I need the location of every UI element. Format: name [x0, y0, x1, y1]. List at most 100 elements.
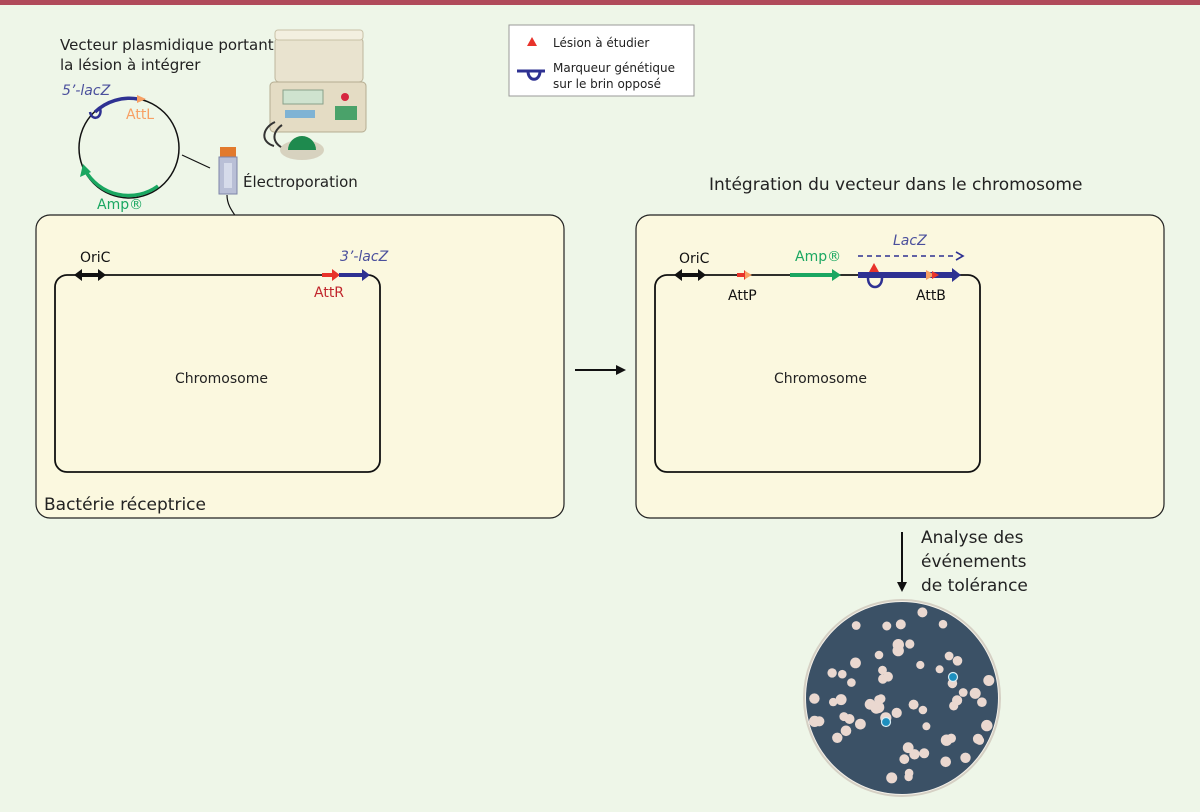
plasmid-attl-icon	[137, 95, 146, 103]
blue-colony	[947, 671, 959, 683]
colony	[969, 687, 981, 699]
left-attr-label: AttR	[314, 285, 344, 301]
colony	[850, 657, 861, 669]
plasmid-marker-icon	[88, 107, 102, 120]
colony	[891, 707, 902, 719]
analysis-label-1: Analyse des	[921, 528, 1024, 548]
legend-marker-label-1: Marqueur génétique	[553, 61, 675, 75]
colony	[809, 693, 820, 704]
right-panel: OriC AttP Amp® AttB LacZ Chromosome	[635, 214, 1165, 519]
colony	[904, 772, 913, 782]
right-amp-label: Amp®	[795, 249, 841, 265]
plasmid-amp-label: Amp®	[97, 197, 143, 213]
colony	[909, 749, 920, 760]
blue-colony	[880, 716, 892, 728]
colony	[851, 621, 861, 630]
plasmid-lacz-label: 5’-lacZ	[62, 83, 111, 99]
right-attb-red-icon	[932, 271, 939, 279]
plasmid-lacz-arc	[93, 96, 139, 114]
legend-marker-label-2: sur le brin opposé	[553, 77, 661, 91]
left-lacz-label: 3’-lacZ	[340, 249, 389, 265]
right-lesion-icon	[869, 263, 879, 272]
colony	[952, 695, 963, 706]
colony	[922, 722, 931, 731]
marker-legend-icon	[517, 69, 545, 81]
top-bar	[0, 0, 1200, 5]
colony	[958, 688, 968, 697]
colony	[917, 607, 928, 618]
right-chromosome-label: Chromosome	[774, 371, 867, 387]
left-lacz-icon	[339, 269, 370, 281]
colony	[835, 694, 847, 706]
right-lacz-dashed-arrowhead	[955, 251, 965, 261]
right-attp-label: AttP	[728, 288, 757, 304]
colony	[983, 675, 995, 686]
colony	[855, 718, 866, 730]
cuvette-icon	[218, 147, 238, 195]
analysis-label-3: de tolérance	[921, 576, 1028, 596]
right-marker-icon	[866, 277, 884, 289]
colony	[960, 752, 971, 763]
colony	[827, 668, 837, 678]
right-oric-icon	[674, 269, 706, 281]
right-panel-title: Intégration du vecteur dans le chromosom…	[709, 175, 1082, 195]
left-oric-icon	[74, 269, 106, 281]
left-chromosome-outline	[54, 274, 381, 473]
plasmid-connector	[181, 154, 211, 169]
colony	[977, 697, 987, 707]
colony	[938, 619, 948, 629]
colony	[919, 748, 930, 759]
colony	[838, 669, 847, 679]
right-attb-icon	[926, 270, 935, 280]
plasmid-section: Vecteur plasmidique portant la lésion à …	[60, 36, 274, 213]
colony	[952, 656, 963, 666]
colony	[940, 756, 951, 768]
petri-dish-photo	[803, 599, 1001, 797]
right-lacz-icon	[858, 268, 961, 282]
colony	[944, 651, 954, 661]
colony	[878, 674, 888, 684]
legend-box: Lésion à étudier Marqueur génétique sur …	[508, 24, 695, 97]
lesion-legend-icon	[527, 37, 537, 46]
right-attb-label: AttB	[916, 288, 946, 304]
electroporator-device-icon	[263, 29, 367, 160]
colony	[981, 719, 993, 732]
colony	[935, 665, 944, 674]
colony	[886, 772, 898, 784]
plasmid-attl-label: AttL	[126, 107, 154, 123]
right-attp-orange-icon	[745, 271, 752, 279]
plasmid-title-2: la lésion à intégrer	[60, 56, 201, 74]
colony	[892, 639, 904, 651]
colony	[908, 699, 919, 710]
colony	[895, 619, 906, 630]
colony	[878, 665, 887, 675]
colony	[809, 715, 821, 728]
colony	[847, 678, 856, 687]
left-chromosome-label: Chromosome	[175, 371, 268, 387]
plasmid-amp-arc	[83, 169, 160, 198]
right-lacz-label: LacZ	[893, 233, 927, 249]
colony	[902, 742, 914, 754]
colony	[946, 733, 956, 743]
colony	[882, 621, 892, 631]
colony	[918, 705, 928, 715]
legend-lesion-label: Lésion à étudier	[553, 36, 649, 50]
right-amp-icon	[790, 269, 841, 281]
colony	[829, 697, 838, 707]
colony	[905, 639, 915, 649]
analysis-label-2: événements	[921, 552, 1027, 572]
left-panel: OriC 3’-lacZ AttR Chromosome Bactérie ré…	[35, 214, 565, 519]
colony	[832, 732, 843, 743]
colony	[916, 660, 925, 670]
left-oric-label: OriC	[80, 250, 111, 266]
colony	[844, 714, 855, 724]
colony	[874, 650, 884, 660]
plasmid-title-1: Vecteur plasmidique portant	[60, 36, 274, 54]
colony	[840, 725, 852, 737]
colony	[872, 701, 885, 714]
colony	[899, 754, 910, 765]
right-oric-label: OriC	[679, 251, 710, 267]
left-attr-icon	[322, 269, 340, 281]
electroporation-label: Électroporation	[243, 172, 358, 191]
